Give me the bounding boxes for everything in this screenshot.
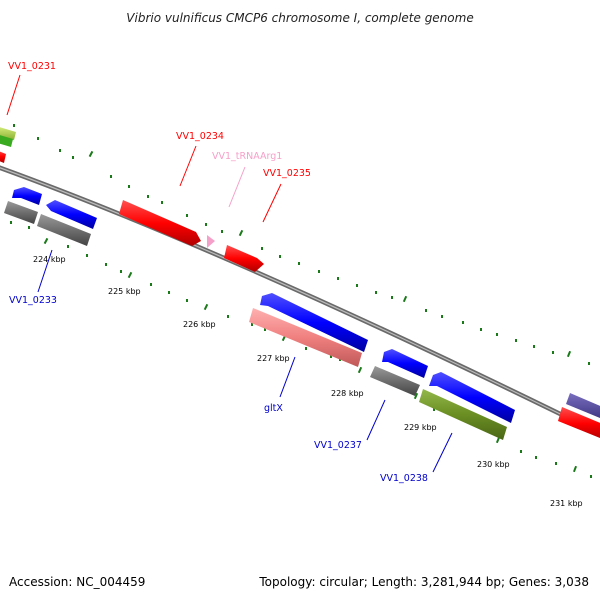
gene-green-partial[interactable] bbox=[0, 134, 13, 147]
leader-vv1-0235 bbox=[262, 183, 282, 223]
accession-text: Accession: NC_004459 bbox=[9, 575, 145, 589]
gene-vv1-0234[interactable] bbox=[119, 200, 201, 246]
gene-blue-right-1[interactable] bbox=[382, 349, 428, 378]
kbp-label: 225 kbp bbox=[108, 287, 141, 296]
gene-gltx[interactable] bbox=[249, 308, 362, 367]
map-title: Vibrio vulnificus CMCP6 chromosome I, co… bbox=[126, 11, 473, 25]
gene-gray-vv1-0233[interactable] bbox=[37, 214, 91, 246]
kbp-label: 227 kbp bbox=[257, 354, 290, 363]
gene-blue-left-1[interactable] bbox=[12, 187, 42, 205]
gene-gray-vv1-0237[interactable] bbox=[370, 366, 420, 396]
gene-vv1-0235[interactable] bbox=[224, 245, 264, 272]
chromosome-backbone bbox=[0, 165, 600, 437]
gene-blue-right-2[interactable] bbox=[429, 372, 515, 423]
leader-trna bbox=[228, 166, 246, 208]
leader-vv1-0231 bbox=[6, 74, 21, 116]
label-vv1-0231: VV1_0231 bbox=[8, 61, 56, 72]
inner-tick-ring bbox=[10, 221, 592, 478]
gene-blue-left-2[interactable] bbox=[46, 200, 97, 229]
label-vv1-0235: VV1_0235 bbox=[263, 168, 311, 179]
kbp-label: 229 kbp bbox=[404, 423, 437, 432]
leader-vv1-0234 bbox=[179, 145, 197, 187]
label-vv1-0238: VV1_0238 bbox=[380, 473, 428, 484]
leader-gltx bbox=[279, 356, 296, 398]
kbp-label: 230 kbp bbox=[477, 460, 510, 469]
label-vv1-0234: VV1_0234 bbox=[176, 131, 224, 142]
label-gltx: gltX bbox=[264, 403, 283, 414]
gene-blue-middle[interactable] bbox=[260, 293, 368, 352]
leader-vv1-0233 bbox=[37, 249, 53, 293]
kbp-label: 224 kbp bbox=[33, 255, 66, 264]
topology-text: Topology: circular; Length: 3,281,944 bp… bbox=[258, 575, 589, 589]
gene-vv1-0238[interactable] bbox=[419, 389, 507, 440]
gene-purple-partial[interactable] bbox=[566, 393, 600, 420]
label-trna-arg1: VV1_tRNAArg1 bbox=[212, 151, 282, 162]
gene-red-partial-right[interactable] bbox=[558, 407, 600, 440]
label-vv1-0233: VV1_0233 bbox=[9, 295, 57, 306]
kbp-label: 228 kbp bbox=[331, 389, 364, 398]
outer-tick-ring bbox=[13, 124, 590, 365]
gene-red-partial-left[interactable] bbox=[0, 150, 6, 163]
label-vv1-0237: VV1_0237 bbox=[314, 440, 362, 451]
kbp-label: 231 kbp bbox=[550, 499, 583, 508]
leader-vv1-0238 bbox=[432, 432, 453, 473]
gene-gray-left-1[interactable] bbox=[4, 201, 38, 224]
leader-vv1-0237 bbox=[366, 399, 386, 441]
kbp-label: 226 kbp bbox=[183, 320, 216, 329]
gene-trna-arg1[interactable] bbox=[207, 235, 215, 248]
